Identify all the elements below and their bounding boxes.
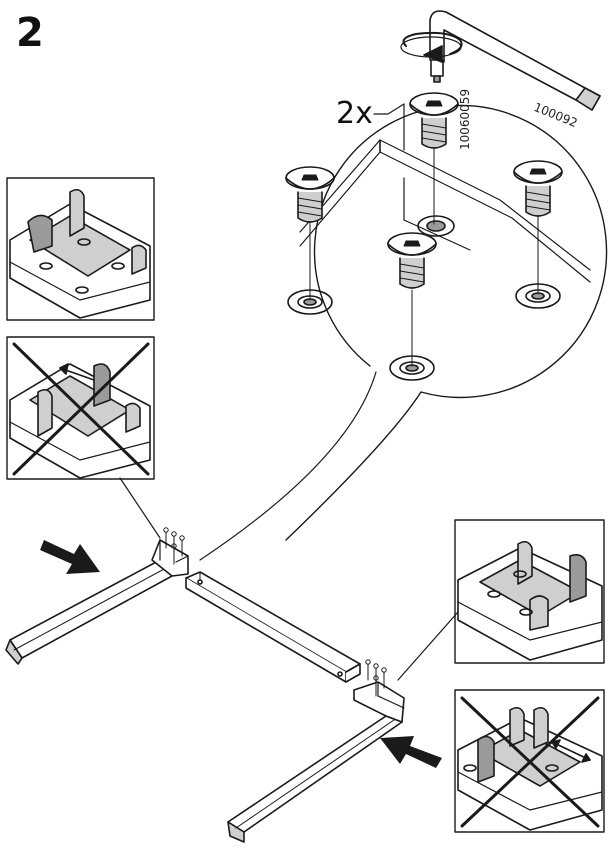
allen-key-icon — [429, 10, 601, 111]
quantity-label: 2x — [336, 96, 373, 131]
direction-arrow-icon — [40, 540, 100, 574]
rail — [185, 571, 361, 683]
screw-icon — [513, 160, 563, 217]
screw-icon — [409, 92, 459, 149]
hole — [417, 215, 455, 237]
right-leg — [227, 681, 405, 843]
left-leg — [5, 539, 189, 665]
step-number: 2 — [16, 10, 44, 56]
cross-out-icon — [12, 342, 150, 476]
screw-icon — [387, 232, 437, 289]
rotate-arrow-icon — [400, 31, 463, 63]
direction-arrow-icon — [380, 736, 442, 768]
hole — [389, 355, 435, 381]
cross-out-icon — [460, 696, 600, 828]
screw-icon — [285, 166, 335, 223]
